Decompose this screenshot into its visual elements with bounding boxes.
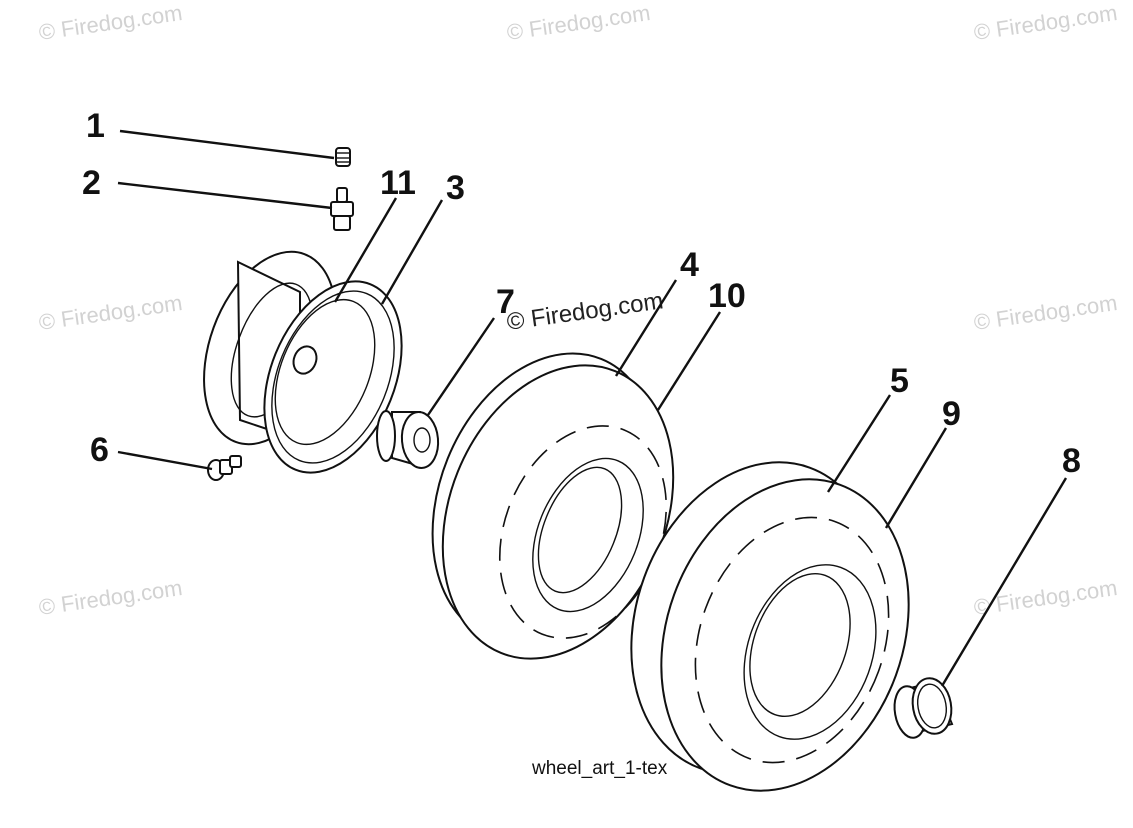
- leader-line: [380, 199, 444, 305]
- leader-line: [884, 427, 948, 529]
- leader-lines: [117, 129, 1068, 687]
- leader-line: [940, 477, 1068, 687]
- rear-tire-part: [630, 461, 910, 792]
- valve-stem-part: [330, 187, 354, 231]
- leader-line: [614, 279, 678, 377]
- callout-1: 1: [86, 107, 105, 145]
- leader-line: [427, 317, 495, 416]
- watermark: © Firedog.com: [972, 290, 1119, 335]
- callout-2: 2: [82, 164, 101, 202]
- leader-line: [119, 129, 335, 160]
- callout-labels: 1 2 11 3 4 10 7 5 9 8 6: [82, 107, 1081, 480]
- callout-9: 9: [942, 395, 961, 433]
- leader-line: [117, 450, 213, 471]
- callout-8: 8: [1062, 442, 1081, 480]
- watermark: © Firedog.com: [37, 290, 184, 335]
- callout-10: 10: [708, 277, 746, 315]
- watermark: © Firedog.com: [37, 575, 184, 620]
- valve-cap-part: [335, 147, 351, 167]
- leader-line: [826, 394, 892, 493]
- callout-4: 4: [680, 246, 699, 284]
- hub-cap-part: [893, 677, 954, 739]
- rim-part: [203, 250, 403, 474]
- callout-7: 7: [496, 283, 515, 321]
- leader-line: [656, 311, 722, 411]
- callout-3: 3: [446, 169, 465, 207]
- callout-11: 11: [380, 164, 416, 202]
- leader-line: [117, 181, 333, 210]
- callout-5: 5: [890, 362, 909, 400]
- watermark: © Firedog.com: [505, 0, 652, 45]
- watermark: © Firedog.com: [505, 287, 665, 336]
- diagram-caption: wheel_art_1-tex: [531, 758, 668, 779]
- front-tire-part: [431, 352, 675, 660]
- grease-fitting-part: [207, 455, 242, 481]
- leader-line: [333, 197, 398, 303]
- watermark: © Firedog.com: [37, 0, 184, 45]
- watermark: © Firedog.com: [972, 0, 1119, 45]
- bushing-part: [376, 410, 440, 469]
- callout-6: 6: [90, 431, 109, 469]
